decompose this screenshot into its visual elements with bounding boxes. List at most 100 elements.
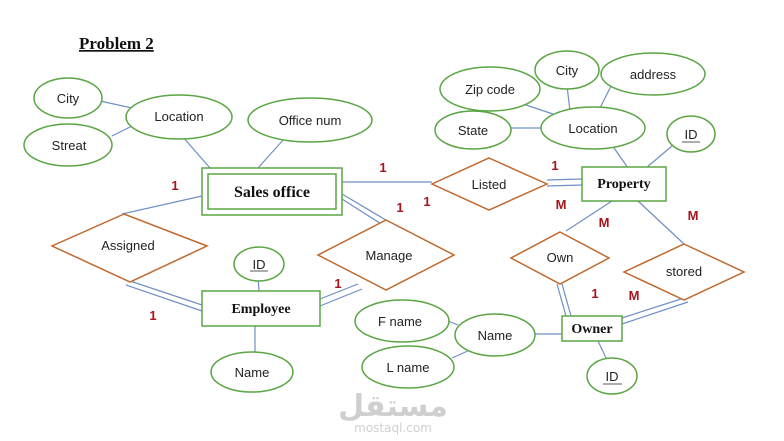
line-stored-owner-2 (621, 301, 689, 325)
line-listed-property-2 (546, 184, 583, 187)
attr-owner-name (454, 313, 536, 357)
attr-streat (23, 123, 113, 167)
attr-f-name-label: F name (378, 314, 422, 329)
attr-location-right (540, 106, 646, 150)
rel-listed (430, 157, 549, 211)
line-stored-owner-1 (621, 297, 685, 319)
line-property-stored (637, 200, 685, 245)
rel-own (509, 231, 611, 285)
card-listed-property: 1 (551, 158, 558, 173)
attr-state (434, 110, 512, 150)
connector-lines (99, 83, 689, 361)
attr-address-label: address (630, 67, 677, 82)
entity-sales-office-label: Sales office (234, 184, 310, 201)
attr-office-num (247, 97, 373, 143)
entity-owner (561, 315, 623, 342)
watermark: مستقل mostaql.com (338, 389, 448, 435)
entity-property-label: Property (597, 177, 650, 192)
entity-sales-office-inner (207, 173, 337, 210)
key-underlines (250, 141, 700, 385)
line-id-property (645, 145, 673, 169)
line-office-assigned (121, 195, 203, 215)
card-office-manage-1: 1 (396, 200, 403, 215)
attr-owner-id (586, 357, 638, 395)
entity-owner-label: Owner (571, 322, 612, 337)
rel-manage (316, 219, 456, 291)
entity-shapes (201, 166, 667, 342)
relationship-labels: Listed Assigned Manage Own stored (101, 177, 702, 279)
card-office-listed: 1 (379, 160, 386, 175)
attr-city-left-label: City (57, 91, 80, 106)
card-own-owner: 1 (591, 286, 598, 301)
rel-own-label: Own (547, 250, 574, 265)
attribute-labels: City Location Streat Office num Zip code… (52, 63, 698, 384)
attr-city-right (534, 50, 600, 90)
rel-assigned (50, 213, 209, 283)
attr-city-left (33, 77, 103, 119)
card-property-own: M (556, 197, 567, 212)
attr-streat-label: Streat (52, 138, 87, 153)
attr-location-left-label: Location (154, 109, 203, 124)
relationship-shapes (50, 157, 746, 301)
line-assigned-employee-2 (125, 284, 203, 312)
card-stored-owner: M (629, 288, 640, 303)
attr-employee-name-label: Name (235, 365, 270, 380)
line-listed-property-1 (546, 178, 583, 181)
card-office-manage-2: 1 (423, 194, 430, 209)
watermark-latin: mostaql.com (354, 421, 432, 435)
line-lname-name (451, 349, 471, 359)
cardinality-labels: 1 1 1 1 1 1 1 M M M M 1 (149, 158, 698, 323)
attr-l-name-label: L name (387, 360, 430, 375)
rel-stored (622, 243, 746, 301)
line-own-owner-1 (556, 283, 567, 317)
line-city-location (99, 100, 133, 109)
watermark-arabic: مستقل (338, 389, 448, 424)
card-manage-employee: 1 (334, 276, 341, 291)
attr-employee-name (210, 351, 294, 393)
attr-owner-id-label: ID (606, 369, 619, 384)
entity-employee (201, 290, 321, 327)
attr-location-left (125, 94, 233, 140)
line-streat-location (111, 125, 133, 137)
card-property-stored: M (688, 208, 699, 223)
line-employee-manage-2 (319, 288, 363, 307)
attr-zip-code (439, 66, 541, 112)
attr-owner-name-label: Name (478, 328, 513, 343)
rel-listed-label: Listed (472, 177, 507, 192)
line-employee-manage-1 (319, 283, 359, 300)
attr-location-right-label: Location (568, 121, 617, 136)
line-property-own (565, 200, 613, 232)
line-city-location-right (566, 85, 571, 112)
attr-state-label: State (458, 123, 488, 138)
line-own-owner-2 (561, 283, 572, 317)
card-office-assigned: 1 (171, 178, 178, 193)
attr-office-num-label: Office num (279, 113, 342, 128)
line-location-property (611, 144, 629, 169)
line-assigned-employee-1 (129, 280, 203, 306)
attr-city-right-label: City (556, 63, 579, 78)
attribute-shapes (23, 50, 716, 395)
rel-manage-label: Manage (366, 248, 413, 263)
entity-labels: Sales office Property Employee Owner (231, 177, 650, 337)
entity-sales-office-outer (201, 167, 343, 216)
line-location-office (181, 135, 211, 169)
attr-zip-code-label: Zip code (465, 82, 515, 97)
entity-employee-label: Employee (231, 302, 290, 317)
card-assigned-employee: 1 (149, 308, 156, 323)
attr-f-name (354, 299, 450, 343)
rel-stored-label: stored (666, 264, 702, 279)
attr-property-id (666, 115, 716, 153)
card-property-own-2: M (599, 215, 610, 230)
entity-property (581, 166, 667, 202)
line-officenum-office (257, 138, 285, 169)
rel-assigned-label: Assigned (101, 238, 154, 253)
line-owner-id (597, 340, 608, 361)
page-title: Problem 2 (79, 34, 154, 53)
attr-employee-id-label: ID (253, 257, 266, 272)
attr-l-name (361, 345, 455, 389)
attr-employee-id (233, 246, 285, 282)
attr-address (600, 52, 706, 96)
attr-property-id-label: ID (685, 127, 698, 142)
